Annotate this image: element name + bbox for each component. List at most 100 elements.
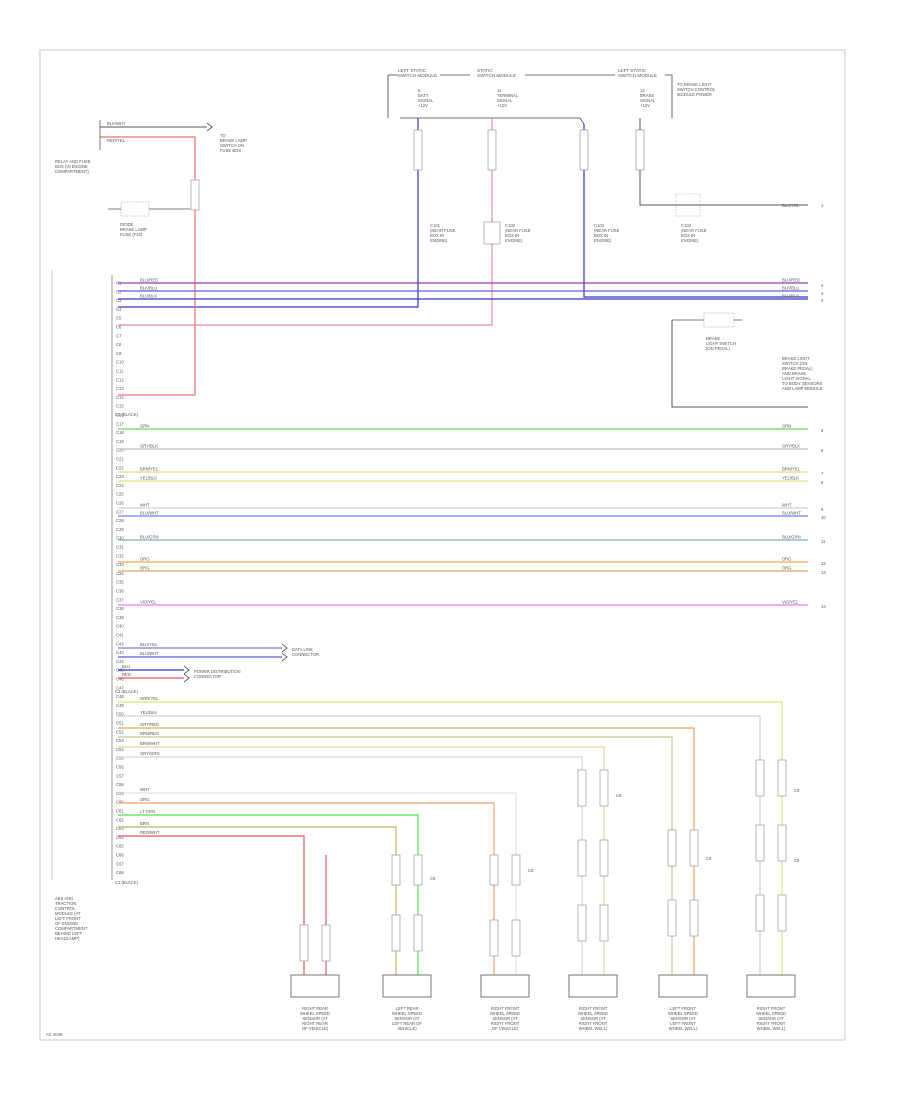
pin-label: C17 (116, 421, 124, 426)
connector-id-label-2: C2 (BLACK) (115, 412, 139, 417)
pin-labels: C1C2C3C4C5C6C7C8C9C10C11C12C13C14C15C16C… (116, 281, 124, 876)
pin-label: C12 (116, 377, 124, 382)
wire-code-left: GRN (140, 424, 149, 429)
pin-label: C28 (116, 518, 124, 523)
pin-label: C33 (116, 562, 124, 567)
pin-label: C46 (116, 677, 124, 682)
svg-text:LT GRN: LT GRN (140, 809, 155, 814)
svg-text:BATT: BATT (418, 93, 429, 98)
pin-label: C27 (116, 509, 124, 514)
wire-code-left: BLU/BLK (140, 294, 157, 299)
connector-id-label-3: C3 (BLACK) (115, 689, 139, 694)
wire-code-left: YEL/BLK (140, 476, 157, 481)
svg-text:C8: C8 (706, 856, 712, 861)
sensor-box (658, 974, 708, 998)
svg-text:C8: C8 (430, 876, 436, 881)
svg-text:C8: C8 (528, 868, 534, 873)
wire-code-right: WHT (782, 503, 792, 508)
wire-code-left: VIO/YEL (140, 600, 157, 605)
svg-text:SIGNAL: SIGNAL (640, 98, 656, 103)
svg-text:SIGNAL: SIGNAL (418, 98, 434, 103)
wire-code-left: BRN/YEL (140, 467, 159, 472)
pin-label: C29 (116, 527, 124, 532)
svg-text:13: 13 (821, 570, 826, 575)
svg-text:ENGINE): ENGINE) (430, 238, 448, 243)
svg-text:9: 9 (821, 507, 824, 512)
pin-label: C49 (116, 703, 124, 708)
pin-label: C6 (116, 325, 122, 330)
wire-code-left: ORG (140, 557, 150, 562)
pin-label: C40 (116, 624, 124, 629)
svg-text:8: 8 (821, 480, 824, 485)
svg-text:BLU/YEL: BLU/YEL (140, 642, 158, 647)
svg-text:C8: C8 (616, 793, 622, 798)
lower-stub-wires (118, 643, 288, 683)
pin-label: C20 (116, 448, 124, 453)
pin-label: C4 (116, 307, 122, 312)
pin-label: C32 (116, 553, 124, 558)
svg-text:C104: C104 (681, 223, 692, 228)
pin-label: C52 (116, 729, 124, 734)
wire-code-left: BLU/GRN (140, 535, 159, 540)
pin-label: C16 (116, 413, 124, 418)
svg-text:BLU: BLU (122, 664, 130, 669)
svg-text:(NEAR FUSE: (NEAR FUSE (594, 228, 620, 233)
wire-code-left: BLK/BLU (140, 286, 157, 291)
upper-fuse-wire-2: RED/YEL (107, 138, 126, 143)
svg-text:4: 4 (821, 298, 824, 303)
pin-label: C30 (116, 536, 124, 541)
pin-label: C34 (116, 571, 124, 576)
pin-label: C68 (116, 870, 124, 875)
top-modules-bracket (387, 74, 673, 118)
svg-text:14: 14 (821, 604, 826, 609)
pin-label: C56 (116, 765, 124, 770)
pin-label: C50 (116, 712, 124, 717)
svg-text:DATA LINK: DATA LINK (292, 647, 313, 652)
top-right-wire-code: BLU/YEL (782, 203, 800, 208)
sensor-box (568, 974, 618, 998)
svg-text:GRY/GRN: GRY/GRN (140, 751, 159, 756)
pin-label: C42 (116, 641, 124, 646)
wire-code-right: BLK/BLU (782, 286, 799, 291)
svg-text:ORG: ORG (140, 797, 150, 802)
svg-text:12: 12 (821, 561, 826, 566)
pin-label: C26 (116, 501, 124, 506)
pin-label: C60 (116, 800, 124, 805)
svg-text:+12V: +12V (640, 103, 650, 108)
pin-label: C22 (116, 465, 124, 470)
pin-label: C5 (116, 316, 122, 321)
svg-text:BRN/RED: BRN/RED (140, 731, 159, 736)
pin-label: C25 (116, 492, 124, 497)
svg-text:SIGNAL: SIGNAL (497, 98, 513, 103)
pin-label: C18 (116, 430, 124, 435)
svg-text:C8: C8 (794, 858, 800, 863)
sensor-box (382, 974, 432, 998)
pin-label: C21 (116, 457, 124, 462)
pin-label: C14 (116, 395, 124, 400)
wire-code-left: GRY/BLK (140, 444, 158, 449)
svg-text:GRN/YEL: GRN/YEL (140, 696, 159, 701)
pin-label: C64 (116, 835, 124, 840)
svg-text:2: 2 (821, 283, 824, 288)
svg-text:ENGINE): ENGINE) (594, 238, 612, 243)
pin-label: C65 (116, 844, 124, 849)
sensor-box (746, 974, 796, 998)
pin-label: C58 (116, 782, 124, 787)
pin-label: C67 (116, 861, 124, 866)
pin-label: C35 (116, 580, 124, 585)
top-module-base (400, 117, 585, 125)
pin-label: C39 (116, 615, 124, 620)
pin-label: C48 (116, 694, 124, 699)
